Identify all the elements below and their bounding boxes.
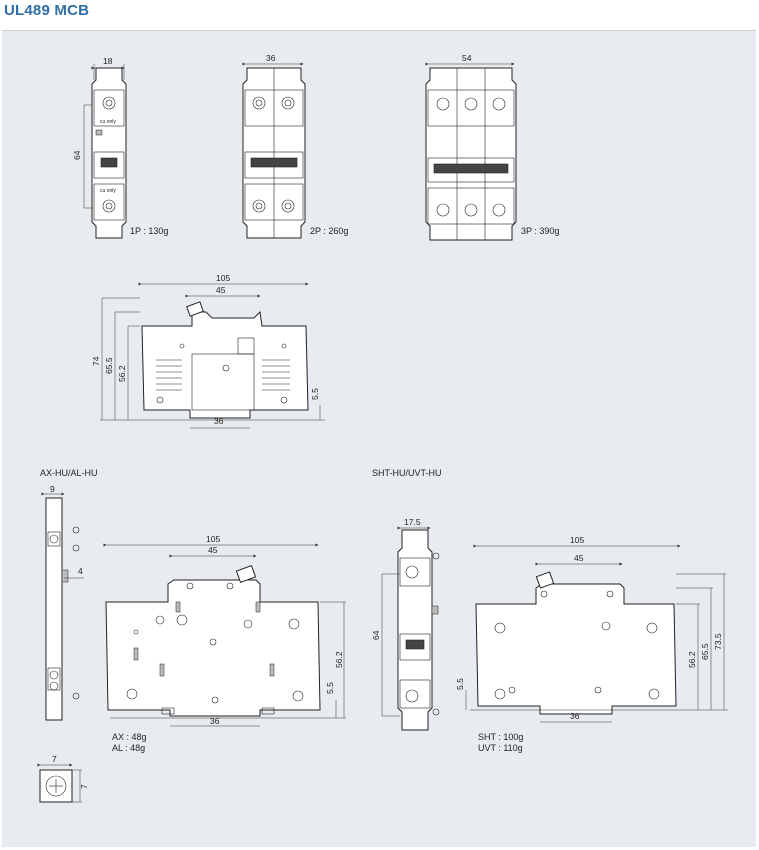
dim-shunt-64: 64	[371, 630, 381, 640]
dim-side-5-5: 5.5	[310, 388, 320, 400]
dim-1p-height: 64	[72, 150, 82, 160]
caption-3p: 3P : 390g	[521, 226, 559, 236]
dim-aux-4: 4	[78, 566, 83, 576]
terminal-label-1p-top: cu only	[100, 119, 116, 125]
terminal-label-1p-bottom: cu only	[100, 188, 116, 194]
dim-shunt-105: 105	[570, 535, 584, 545]
dim-aux-105: 105	[206, 534, 220, 544]
front-view-2p: 36 2P : 260g	[242, 53, 348, 239]
terminal-box-drawing: 7 7	[37, 754, 89, 803]
aux-weight-ax: AX : 48g	[112, 732, 147, 742]
aux-contact-drawing: AX-HU/AL-HU 9 4 105 45 56.2 5.5 36 AX	[40, 468, 346, 753]
dim-shunt-65-5: 65.5	[700, 643, 710, 660]
caption-2p: 2P : 260g	[310, 226, 348, 236]
shunt-weight-uvt: UVT : 110g	[478, 743, 523, 753]
dim-box-w: 7	[52, 754, 57, 764]
aux-heading: AX-HU/AL-HU	[40, 468, 98, 478]
dim-side-65-5: 65.5	[104, 357, 114, 374]
dim-1p-width: 18	[103, 56, 113, 66]
dim-aux-56-2: 56.2	[334, 651, 344, 668]
dim-side-74: 74	[91, 356, 101, 366]
shunt-weight-sht: SHT : 100g	[478, 732, 523, 742]
side-view-mcb: 105 45 74 65.5 56.2 5.5 36	[91, 273, 325, 429]
dim-shunt-56-2: 56.2	[687, 651, 697, 668]
front-view-1p: 18 64 cu only cu only 1P : 130g	[72, 56, 168, 239]
dim-aux-36: 36	[210, 716, 220, 726]
dim-aux-45: 45	[208, 545, 218, 555]
dim-shunt-36: 36	[570, 711, 580, 721]
dim-shunt-45: 45	[574, 553, 584, 563]
dim-shunt-17-5: 17.5	[404, 517, 421, 527]
dim-3p-width: 54	[462, 53, 472, 63]
dim-side-36: 36	[214, 416, 224, 426]
shunt-heading: SHT-HU/UVT-HU	[372, 468, 442, 478]
caption-1p: 1P : 130g	[130, 226, 168, 236]
dim-aux-9: 9	[50, 484, 55, 494]
dim-2p-width: 36	[266, 53, 276, 63]
dim-side-56-2: 56.2	[117, 365, 127, 382]
dim-box-h: 7	[79, 784, 89, 789]
page-title: UL489 MCB	[4, 2, 90, 19]
dim-side-105: 105	[216, 273, 230, 283]
aux-weight-al: AL : 48g	[112, 743, 145, 753]
dim-shunt-73-5: 73.5	[713, 633, 723, 650]
dim-side-45: 45	[216, 285, 226, 295]
dim-aux-5-5: 5.5	[325, 682, 335, 694]
drawing-panel	[2, 30, 756, 847]
front-view-3p: 54 3P : 390g	[425, 53, 559, 241]
dim-shunt-5-5: 5.5	[455, 678, 465, 690]
shunt-release-drawing: SHT-HU/UVT-HU 17.5 64 5.5 105 45 56.2 65…	[371, 468, 728, 753]
